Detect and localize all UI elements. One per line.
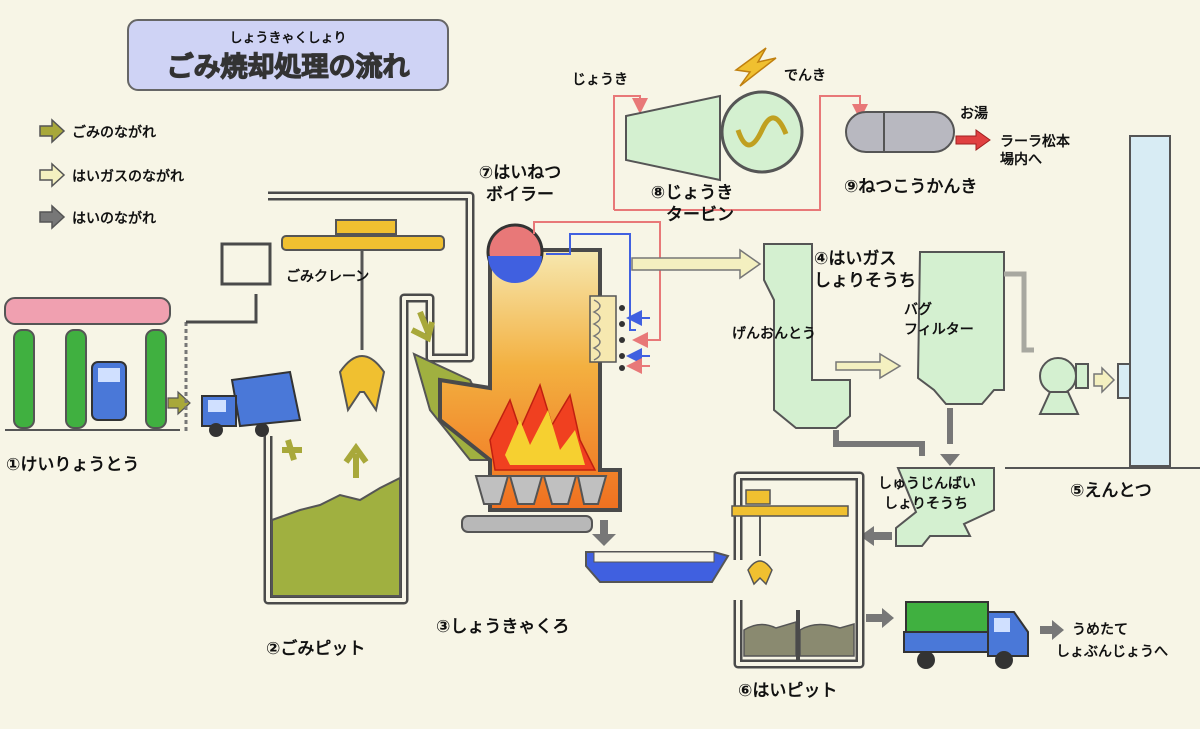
weighing-station [4, 297, 180, 431]
crane-grab-icon [338, 355, 386, 413]
dust-treat-label-2: しょりそうち [884, 496, 968, 512]
hotwater-label: お湯 [960, 105, 988, 122]
ash-crane-grab-icon [747, 560, 773, 586]
cooling-tower [763, 243, 851, 429]
electric-label: でんき [784, 68, 826, 84]
legend-garbage-label: ごみのながれ [72, 124, 156, 141]
boiler-label-2: ボイラー [486, 185, 554, 205]
gas-treat-label-1: ④はいガス [814, 249, 896, 269]
ash-pit-label: ⑥はいピット [738, 681, 837, 701]
heat-exchanger [845, 111, 955, 153]
incinerator-label: ③しょうきゃくろ [436, 617, 569, 637]
steam-label: じょうき [572, 72, 628, 88]
legend-garbage-arrow-icon [39, 118, 66, 144]
chimney [1129, 135, 1171, 467]
landfill-label-2: しょぶんじょうへ [1056, 644, 1168, 660]
chimney-label: ⑤えんとつ [1070, 481, 1152, 501]
legend: ごみのながれ はいガスのながれ はいのながれ [39, 118, 184, 230]
page-title: ごみ焼却処理の流れ [167, 51, 410, 83]
legend-ash-arrow-icon [39, 204, 66, 230]
grate-hoppers [474, 475, 608, 505]
weigh-label: ①けいりょうとう [6, 455, 139, 475]
exhaust-arrow-icon [631, 248, 762, 280]
exchanger-label: ⑨ねつこうかんき [844, 177, 977, 197]
turbine-label-2: タービン [666, 205, 734, 225]
arrow-to-truck-icon [167, 390, 191, 416]
bag-filter-label-2: フィルター [904, 322, 974, 338]
landfill-truck-icon [903, 601, 1029, 669]
boiler [486, 223, 625, 371]
dump-truck-icon [201, 370, 302, 437]
title-box: しょうきゃくしょり ごみ焼却処理の流れ [127, 19, 449, 91]
title-ruby: しょうきゃくしょり [229, 31, 346, 46]
landfill-label-1: うめたて [1072, 622, 1128, 638]
turbine-label-1: ⑧じょうき [651, 183, 733, 203]
cooling-tower-label: げんおんとう [732, 326, 816, 342]
gas-treat-label-2: しょりそうち [814, 271, 916, 291]
bag-filter-label-1: バグ [904, 301, 932, 318]
boiler-label-1: ⑦はいねつ [479, 163, 561, 183]
legend-exhaust-label: はいガスのながれ [72, 168, 184, 185]
dest-label-2: 場内へ [1000, 151, 1042, 168]
garbage-pile [271, 476, 401, 597]
dust-treatment-unit [895, 467, 995, 547]
crane-label: ごみクレーン [286, 268, 369, 285]
electricity-bolt-icon [734, 47, 777, 87]
dest-label-1: ラーラ松本 [1000, 133, 1071, 150]
hotwater-arrow-icon [955, 129, 991, 151]
fan-icon [1039, 357, 1077, 395]
bag-filter [916, 251, 1005, 405]
legend-exhaust-arrow-icon [39, 162, 66, 188]
pit-label: ②ごみピット [266, 638, 365, 659]
steam-turbine [625, 47, 804, 182]
dust-treat-label-1: しゅうじんばい [878, 476, 976, 492]
garbage-crane [281, 219, 445, 413]
legend-ash-label: はいのながれ [72, 210, 156, 227]
